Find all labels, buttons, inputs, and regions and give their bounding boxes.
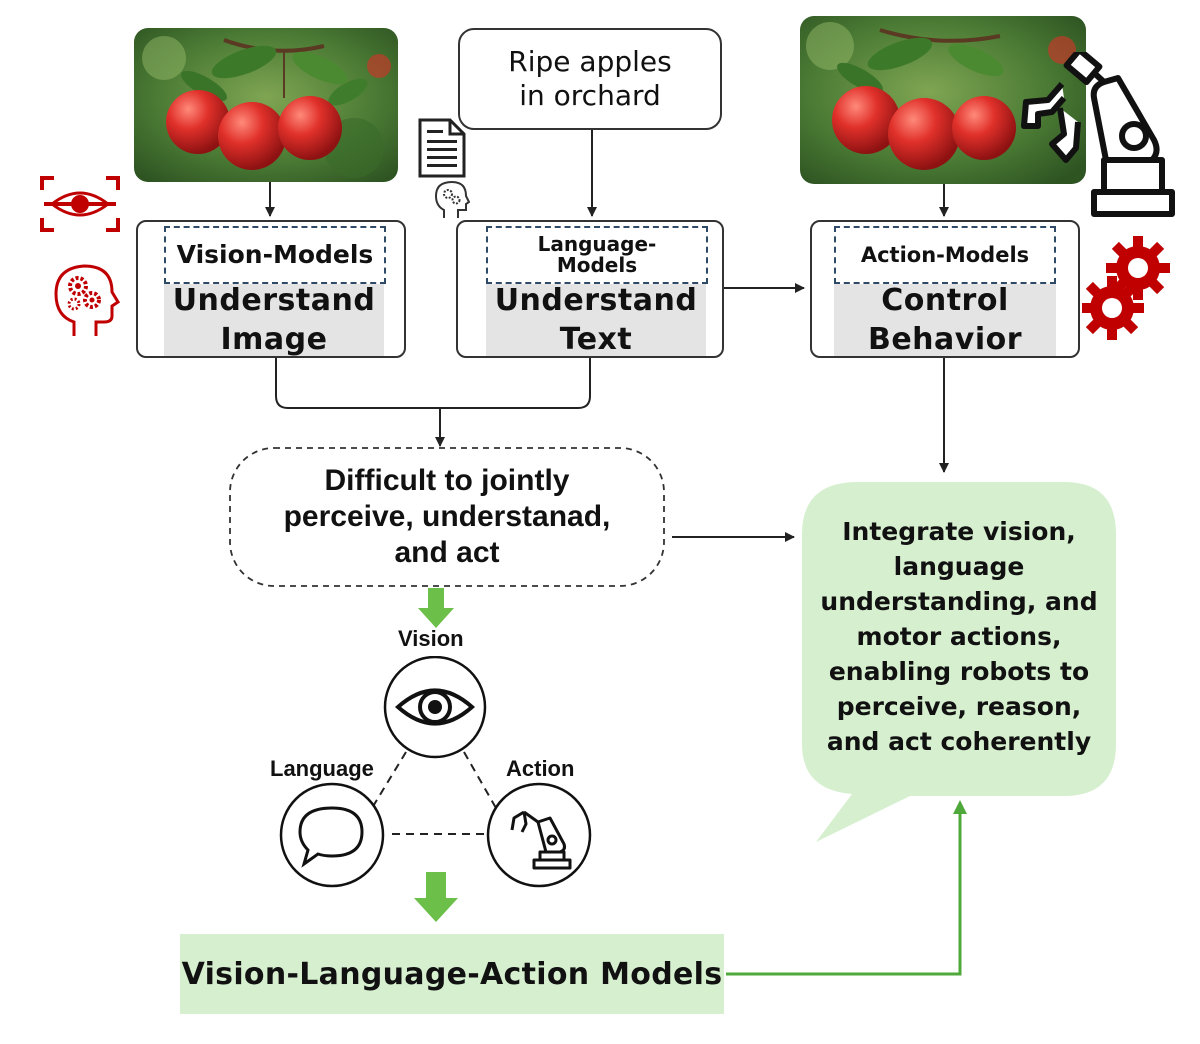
robot-arm-icon: [1021, 52, 1175, 217]
difficulty-line-3: and act: [394, 536, 500, 569]
action-model-line-1: Control: [881, 283, 1009, 318]
green-arrow-top: [418, 588, 454, 628]
language-node-icon: [279, 782, 385, 888]
action-model-tag: Action-Models: [834, 226, 1056, 284]
caption-line-1: Ripe apples: [508, 45, 672, 79]
integrate-line-3: understanding, and: [820, 587, 1098, 616]
triad-label-language: Language: [270, 756, 374, 781]
difficulty-line-1: Difficult to jointly: [324, 464, 570, 497]
action-node-icon: [486, 782, 592, 888]
vision-model-tag: Vision-Models: [164, 226, 386, 284]
caption-box: Ripe apples in orchard: [458, 28, 722, 130]
difficulty-text: Difficult to jointly perceive, understan…: [236, 452, 658, 582]
merge-connector: [275, 358, 591, 409]
language-model-line-2: Text: [559, 322, 633, 357]
vision-model-line-1: Understand: [172, 283, 376, 318]
integrate-bubble: [802, 482, 1116, 842]
integrate-line-6: perceive, reason,: [836, 692, 1082, 721]
action-model-body: Control Behavior: [834, 283, 1056, 357]
vision-model-box: Understand Image Vision-Models: [136, 220, 406, 358]
action-model-line-2: Behavior: [867, 322, 1023, 357]
language-model-body: Understand Text: [486, 283, 706, 357]
head-gears-icon: [54, 264, 120, 336]
apples-photo-left: [134, 28, 398, 182]
triad-label-action: Action: [506, 756, 575, 781]
apples-photo-right: [800, 16, 1086, 184]
integrate-line-5: enabling robots to: [828, 657, 1090, 686]
triad-line-vision-action: [463, 751, 497, 809]
eye-scan-icon: [40, 176, 120, 232]
vision-model-body: Understand Image: [164, 283, 384, 357]
vla-to-integrate-connector: [726, 800, 967, 976]
vision-node-icon: [383, 656, 487, 759]
language-model-tag-line-1: Language-: [537, 232, 657, 256]
integrate-line-4: motor actions,: [856, 622, 1062, 651]
difficulty-line-2: perceive, understanad,: [283, 500, 611, 533]
gears-icon: [1082, 236, 1170, 340]
language-model-tag-line-2: Models: [556, 253, 638, 277]
thinking-head-icon: [434, 180, 470, 218]
vla-label: Vision-Language-Action Models: [181, 956, 723, 992]
language-model-box: Understand Text Language- Models: [456, 220, 724, 358]
green-arrow-bottom: [414, 872, 458, 922]
action-model-box: Control Behavior Action-Models: [810, 220, 1080, 358]
document-icon: [418, 118, 466, 178]
language-model-line-1: Understand: [494, 283, 698, 318]
vision-model-line-2: Image: [220, 322, 328, 357]
integrate-line-7: and act coherently: [826, 727, 1092, 756]
integrate-line-1: Integrate vision,: [842, 517, 1076, 546]
triad-line-vision-language: [371, 751, 407, 809]
language-model-tag: Language- Models: [486, 226, 708, 284]
integrate-line-2: language: [893, 552, 1025, 581]
triad-label-vision: Vision: [398, 626, 464, 651]
difficulty-box: [229, 447, 665, 587]
vla-label-box: Vision-Language-Action Models: [180, 934, 724, 1014]
caption-line-2: in orchard: [519, 79, 661, 112]
integrate-text: Integrate vision, language understanding…: [806, 514, 1112, 759]
